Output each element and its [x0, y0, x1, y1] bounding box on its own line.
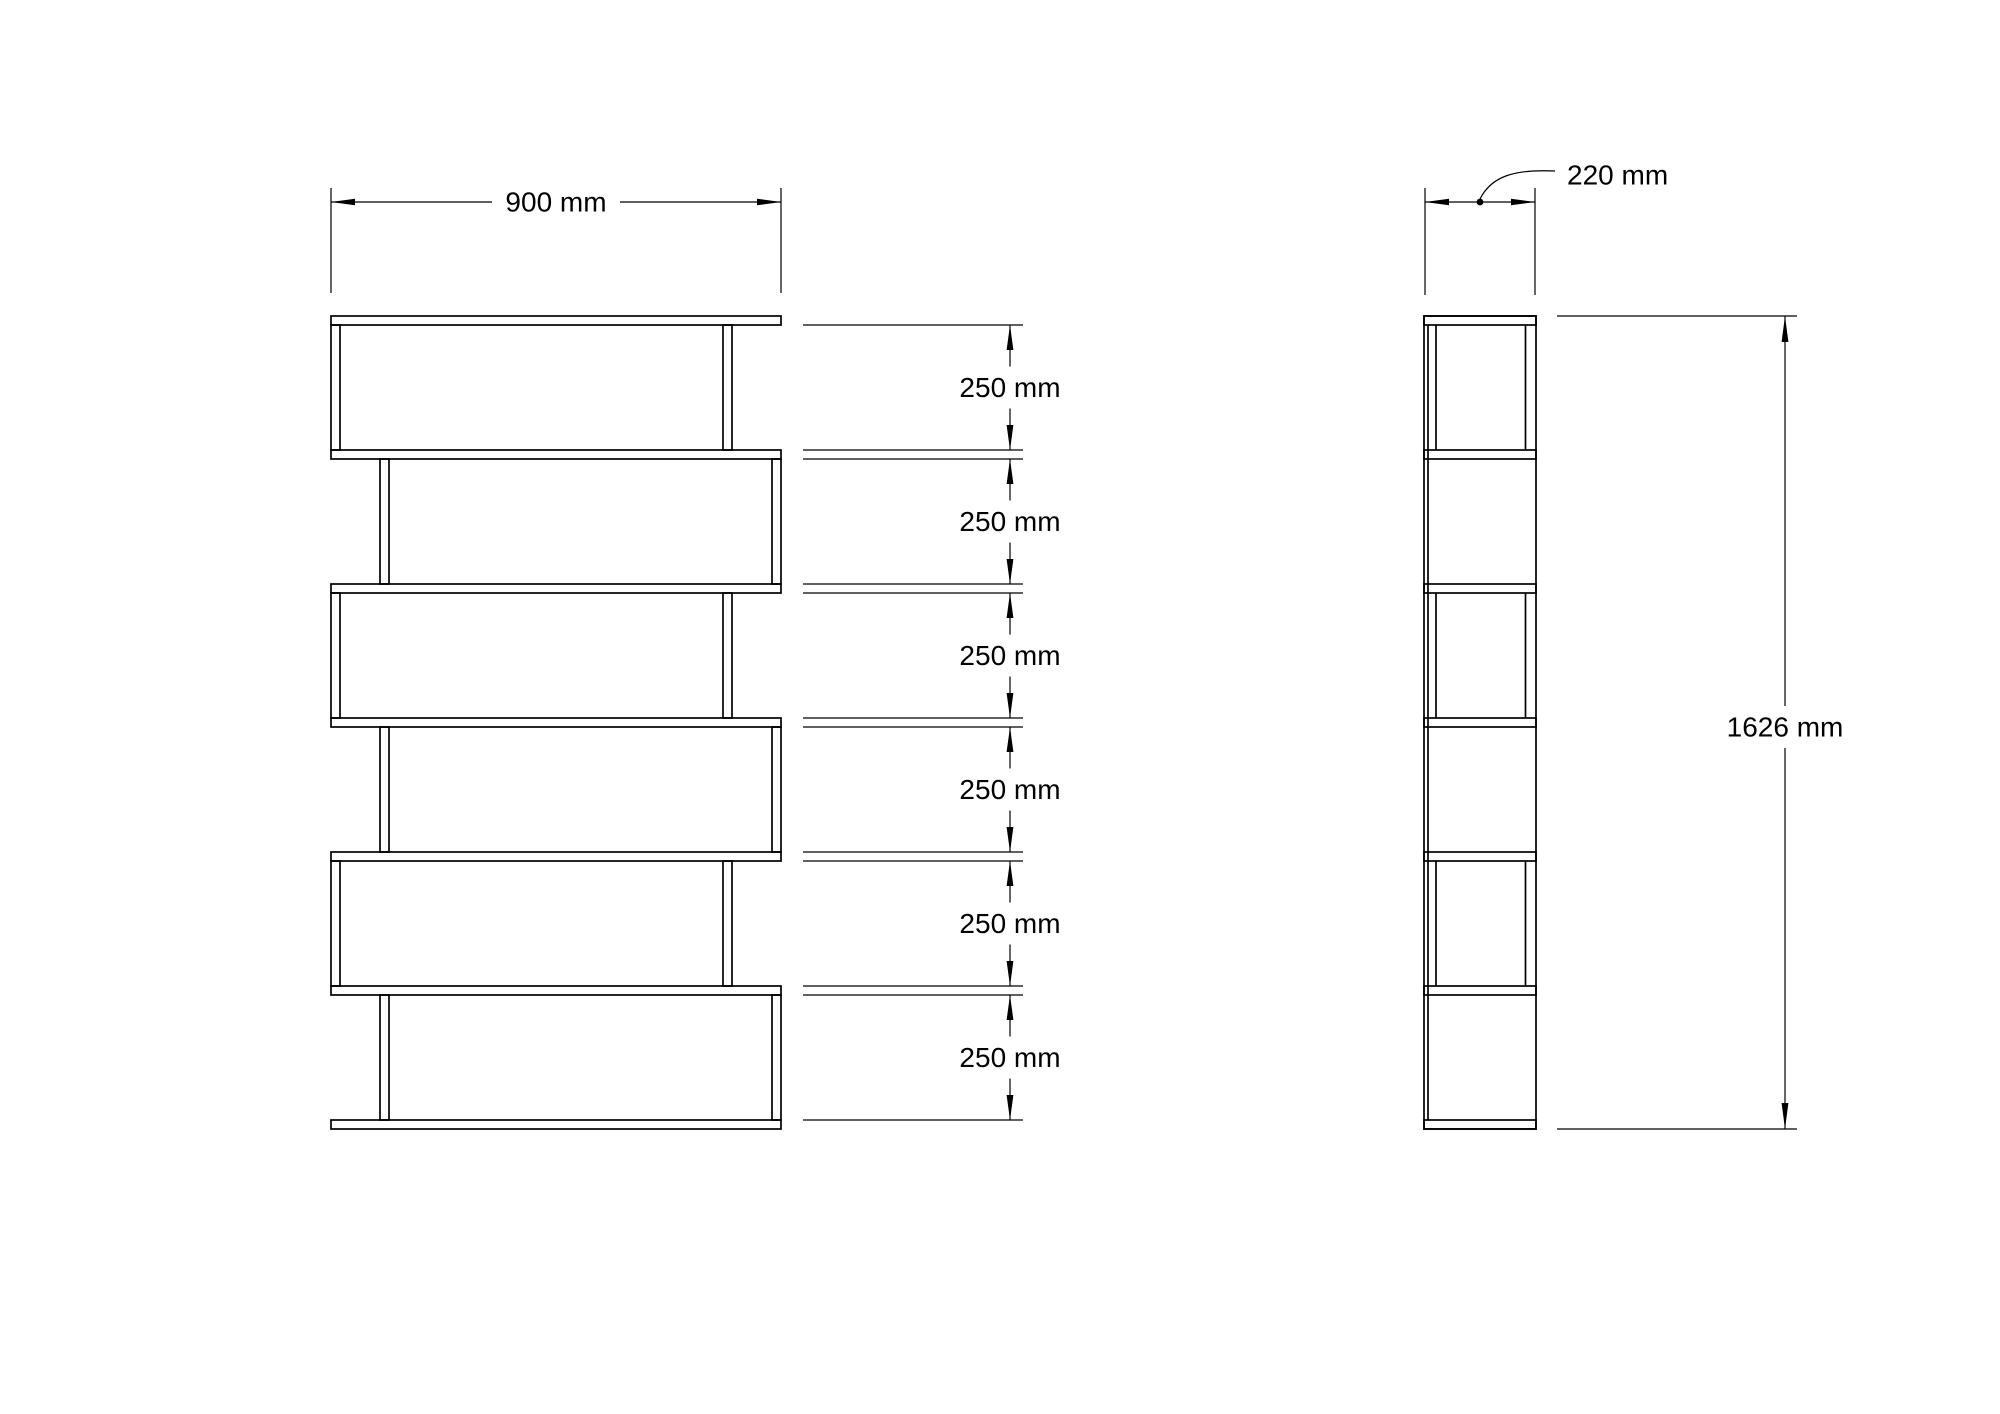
shelf-board-1	[330, 315, 782, 326]
side-shelf-board-6	[1423, 985, 1537, 996]
vertical-panel-c2-right	[771, 458, 782, 585]
vertical-panel-c1-right	[722, 324, 733, 451]
arrowhead-up	[1006, 861, 1014, 886]
depth-dimension: 220 mm	[1424, 160, 1668, 295]
arrowhead-up	[1006, 325, 1014, 350]
shelf-spacing-label: 250 mm	[959, 640, 1060, 671]
arrowhead-right	[757, 198, 781, 206]
vertical-panel-c4-right	[771, 726, 782, 853]
shelf-board-2	[330, 449, 782, 460]
arrowhead-down	[1006, 425, 1014, 450]
height-dimension: 1626 mm	[1557, 315, 1844, 1130]
vertical-panel-c3-left	[330, 592, 341, 719]
height-dimension-label: 1626 mm	[1727, 712, 1844, 743]
side-shelf-board-4	[1423, 717, 1537, 728]
side-outline	[1423, 315, 1537, 1130]
shelf-spacing-label: 250 mm	[959, 1042, 1060, 1073]
arrowhead-down	[1006, 827, 1014, 852]
leader-line	[1479, 170, 1556, 200]
shelf-spacing-label: 250 mm	[959, 372, 1060, 403]
arrowhead-up	[1006, 995, 1014, 1020]
arrowhead-left	[1425, 198, 1449, 206]
shelf-spacing-dimension-4: 250 mm	[959, 727, 1061, 852]
vertical-panel-c3-right	[722, 592, 733, 719]
shelf-board-5	[330, 851, 782, 862]
vertical-panel-c5-left	[330, 860, 341, 987]
arrowhead-right	[1511, 198, 1535, 206]
shelf-spacing-dimension-3: 250 mm	[959, 593, 1061, 718]
side-view	[1423, 315, 1537, 1130]
arrowhead-up	[1781, 316, 1789, 342]
side-shelf-board-5	[1423, 851, 1537, 862]
front-view	[330, 315, 782, 1130]
side-shelf-board-3	[1423, 583, 1537, 594]
side-shelf-board-2	[1423, 449, 1537, 460]
shelf-spacing-label: 250 mm	[959, 774, 1060, 805]
depth-dimension-label: 220 mm	[1567, 160, 1668, 191]
arrowhead-down	[1006, 961, 1014, 986]
arrowhead-left	[331, 198, 355, 206]
side-shelf-board-1	[1423, 315, 1537, 326]
shelf-board-4	[330, 717, 782, 728]
vertical-panel-c6-left	[379, 994, 390, 1121]
arrowhead-up	[1006, 593, 1014, 618]
arrowhead-down	[1006, 693, 1014, 718]
shelf-spacing-dimension-6: 250 mm	[959, 995, 1061, 1120]
shelf-spacing-dimension-2: 250 mm	[959, 459, 1061, 584]
arrowhead-up	[1006, 459, 1014, 484]
vertical-panel-c5-right	[722, 860, 733, 987]
arrowhead-down	[1781, 1103, 1789, 1129]
vertical-panel-c6-right	[771, 994, 782, 1121]
shelf-board-7	[330, 1119, 782, 1130]
arrowhead-down	[1006, 1095, 1014, 1120]
arrowhead-up	[1006, 727, 1014, 752]
shelf-spacing-dimension-1: 250 mm	[959, 325, 1061, 450]
leader-dot	[1476, 198, 1484, 206]
shelf-board-6	[330, 985, 782, 996]
vertical-panel-c2-left	[379, 458, 390, 585]
side-shelf-board-7	[1423, 1119, 1537, 1130]
vertical-panel-c4-left	[379, 726, 390, 853]
arrowhead-down	[1006, 559, 1014, 584]
shelf-spacing-dimensions: 250 mm 250 mm 250 mm 250 mm	[803, 324, 1061, 1121]
shelf-spacing-label: 250 mm	[959, 908, 1060, 939]
shelf-board-3	[330, 583, 782, 594]
width-dimension: 900 mm	[330, 187, 782, 293]
shelf-spacing-dimension-5: 250 mm	[959, 861, 1061, 986]
vertical-panel-c1-left	[330, 324, 341, 451]
width-dimension-label: 900 mm	[505, 187, 606, 218]
shelf-spacing-label: 250 mm	[959, 506, 1060, 537]
